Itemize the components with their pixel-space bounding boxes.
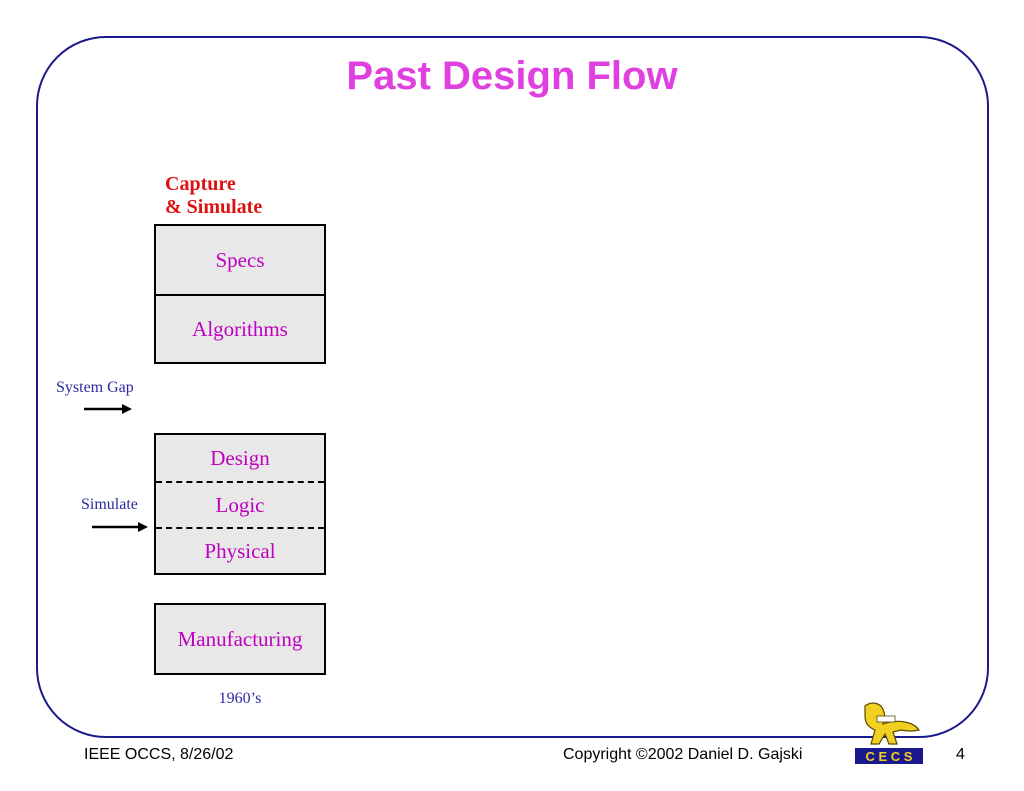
slide-frame [36,36,989,738]
specs-algorithms-box: Specs Algorithms [154,224,326,364]
algorithms-cell: Algorithms [192,316,288,341]
specs-cell: Specs [156,226,324,296]
logic-cell: Logic [156,483,324,529]
system-gap-arrow-icon [84,404,132,414]
decade-label: 1960’s [218,690,262,707]
footer-copyright: Copyright ©2002 Daniel D. Gajski [563,746,803,763]
footer-event: IEEE OCCS, 8/26/02 [84,746,234,763]
column-heading-line-1: Capture [165,173,236,195]
logo-text: C E C S [866,749,913,764]
page-number: 4 [956,746,965,763]
design-logic-physical-box: Design Logic Physical [154,433,326,575]
manufacturing-box: Manufacturing [154,603,326,675]
column-heading: Capture & Simulate [165,173,262,219]
cecs-logo-icon: C E C S [855,702,923,764]
design-cell: Design [156,435,324,483]
simulate-label: Simulate [81,496,138,513]
manufacturing-cell: Manufacturing [177,626,303,651]
slide-title: Past Design Flow [346,54,678,98]
column-heading-line-2: & Simulate [165,196,263,218]
system-gap-label: System Gap [56,379,134,396]
physical-cell: Physical [204,538,276,563]
simulate-arrow-icon [92,522,148,532]
